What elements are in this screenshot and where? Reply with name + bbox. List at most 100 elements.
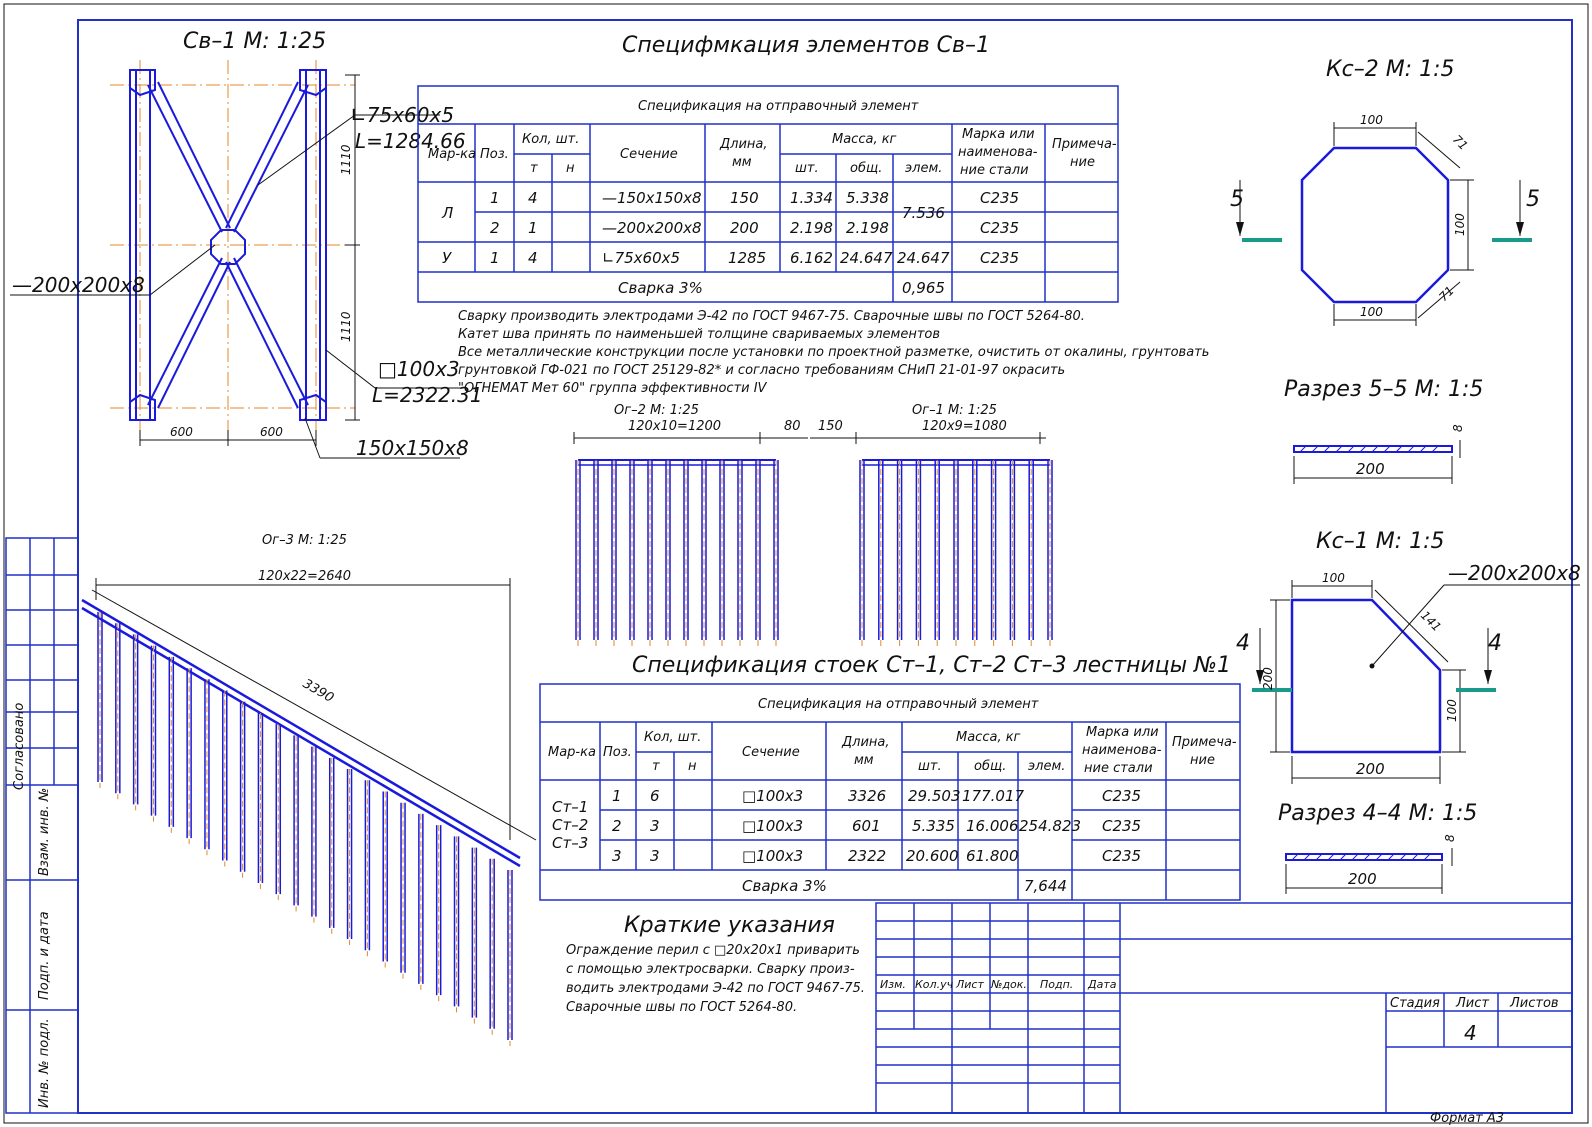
spec1-r3-marka: У xyxy=(442,249,452,267)
spec1-h-n: н xyxy=(566,161,575,176)
side-label-vzam: Взам. инв. № xyxy=(37,788,52,876)
spec2-r2-t: 3 xyxy=(650,817,660,835)
spec2-weld-label: Сварка 3% xyxy=(742,877,827,895)
ks1-callout: —200х200х8 xyxy=(1448,561,1581,585)
ks2-dim-top: 100 xyxy=(1360,113,1383,127)
spec2-weld-value: 7,644 xyxy=(1024,877,1067,895)
notes1-line-5: "ОГНЕМАТ Мет 60" группа эффективности IV xyxy=(458,381,768,396)
spec1-r2-sech: —200х200х8 xyxy=(602,219,702,237)
ks1-dim-left: 200 xyxy=(1261,667,1275,690)
spec1-r1-obsh: 5.338 xyxy=(846,189,889,207)
ks1-dim-top: 100 xyxy=(1322,571,1345,585)
spec2-r2-steel: С235 xyxy=(1102,817,1141,835)
spec1-h-sech: Сечение xyxy=(620,147,678,162)
og3-title: Ог–3 М: 1:25 xyxy=(262,533,347,548)
spec1-h-marka: Мар-ка xyxy=(428,147,476,162)
ks1-drawing: Кс–1 М: 1:5 100 141 xyxy=(1236,529,1581,784)
spec2-h-dlina-1: Длина, xyxy=(841,735,890,750)
spec2-r2-len: 601 xyxy=(852,817,881,835)
spec2-r1-t: 6 xyxy=(650,787,660,805)
og1-title: Ог–1 М: 1:25 xyxy=(912,403,997,418)
ks2-section-left: 5 xyxy=(1230,187,1244,212)
spec2-caption: Спецификация на отправочный элемент xyxy=(758,697,1039,712)
spec2-h-t: т xyxy=(652,759,660,774)
spec1-h-note-2: ние xyxy=(1070,155,1095,170)
notes1: Сварку производить электродами Э-42 по Г… xyxy=(458,309,1209,396)
spec2-r3-obsh: 61.800 xyxy=(966,847,1019,865)
spec1-r2-sht: 2.198 xyxy=(790,219,833,237)
spec2-r2-obsh: 16.006 xyxy=(966,817,1019,835)
razrez44-dim-len: 200 xyxy=(1348,870,1377,888)
side-label-podp-data: Подп. и дата xyxy=(37,911,52,1000)
sv1-dim-bottom-v: 1110 xyxy=(339,311,353,342)
stamp-stadiya: Стадия xyxy=(1390,996,1440,1011)
spec2-marka-1: Ст–1 xyxy=(552,798,588,816)
ks2-dim-right: 100 xyxy=(1453,213,1467,236)
stamp-podp: Подп. xyxy=(1040,978,1073,991)
spec1-h-sht: шт. xyxy=(795,161,819,176)
spec2-r1-steel: С235 xyxy=(1102,787,1141,805)
og2-dim-main: 120х10=1200 xyxy=(628,419,721,434)
side-label-inv: Инв. № подл. xyxy=(37,1018,52,1108)
sv1-callout-tube-length: L=2322.31 xyxy=(372,383,483,407)
ks1-dim-chamfer: 141 xyxy=(1418,608,1444,634)
spec2-h-kol: Кол, шт. xyxy=(644,730,701,745)
spec1-r3-sht: 6.162 xyxy=(790,249,833,267)
spec2-marka-2: Ст–2 xyxy=(552,816,588,834)
sv1-posts xyxy=(129,69,327,421)
spec2-h-note-1: Примеча- xyxy=(1172,735,1237,750)
sv1-callout-plate: —200х200х8 xyxy=(12,273,145,297)
spec2-r3-poz: 3 xyxy=(612,847,622,865)
ks2-title: Кс–2 М: 1:5 xyxy=(1326,57,1455,82)
spec1-r2-steel: С235 xyxy=(980,219,1019,237)
spec2-h-steel-1: Марка или xyxy=(1086,725,1159,740)
spec1-r1-t: 4 xyxy=(528,189,538,207)
side-stamp xyxy=(5,537,79,1114)
brief-line-1: Ограждение перил с □20х20х1 приварить xyxy=(566,943,860,958)
razrez55-dim-len: 200 xyxy=(1356,460,1385,478)
stamp-sheet-no: 4 xyxy=(1464,1021,1477,1045)
razrez44-title: Разрез 4–4 М: 1:5 xyxy=(1278,801,1477,826)
spec1-r3-sech: ∟75х60х5 xyxy=(602,249,680,267)
ks2-dim-chamfer-top: 71 xyxy=(1450,132,1471,153)
og1-dim-main: 120х9=1080 xyxy=(922,419,1007,434)
stamp-format: Формат А3 xyxy=(1430,1111,1504,1126)
ks2-drawing: Кс–2 М: 1:5 100 71 100 71 100 5 xyxy=(1230,57,1540,326)
spec1-r3-len: 1285 xyxy=(728,249,766,267)
brief-line-3: водить электродами Э-42 по ГОСТ 9467-75. xyxy=(566,981,865,996)
spec1-weld-value: 0,965 xyxy=(902,279,945,297)
spec1-h-note-1: Примеча- xyxy=(1052,137,1117,152)
brief-notes: Краткие указания Ограждение перил с □20х… xyxy=(566,913,865,1015)
ks2-dim-chamfer-bottom: 71 xyxy=(1436,283,1457,304)
spec2-marka-3: Ст–3 xyxy=(552,834,588,852)
spec2-h-n: н xyxy=(688,759,697,774)
spec2-h-poz: Поз. xyxy=(603,745,632,760)
spec1-h-steel-1: Марка или xyxy=(962,127,1035,142)
ks1-section-left: 4 xyxy=(1236,631,1250,656)
spec1-r3-elem: 24.647 xyxy=(897,249,950,267)
spec1-h-steel-3: ние стали xyxy=(960,163,1029,178)
spec1-r1-sech: —150х150х8 xyxy=(602,189,702,207)
spec2-r3-sht: 20.600 xyxy=(906,847,959,865)
spec1-r3-obsh: 24.647 xyxy=(840,249,893,267)
spec1-r1-poz: 1 xyxy=(490,189,500,207)
og1-balusters xyxy=(859,459,1053,646)
side-label-soglasovano: Согласовано xyxy=(12,703,27,790)
sv1-title: Св–1 М: 1:25 xyxy=(183,29,326,54)
spec2-h-elem: элем. xyxy=(1028,759,1065,774)
stamp-list2: Лист xyxy=(1455,996,1489,1011)
spec2-h-sech: Сечение xyxy=(742,745,800,760)
sv1-callout-tube: □100х3 xyxy=(378,357,460,381)
spec2-h-dlina-2: мм xyxy=(854,753,874,768)
spec1-r1-sht: 1.334 xyxy=(790,189,833,207)
og2-balusters xyxy=(575,459,779,646)
spec1-r3-t: 4 xyxy=(528,249,538,267)
stamp-list: Лист xyxy=(955,978,984,991)
spec1-r2-obsh: 2.198 xyxy=(846,219,889,237)
razrez44-drawing: Разрез 4–4 М: 1:5 200 8 xyxy=(1278,801,1477,894)
sv1-drawing: Св–1 М: 1:25 xyxy=(10,29,483,460)
og2-title: Ог–2 М: 1:25 xyxy=(614,403,699,418)
og2-dim-end: 80 xyxy=(784,419,801,434)
og3-dim-diag: 3390 xyxy=(300,676,336,706)
